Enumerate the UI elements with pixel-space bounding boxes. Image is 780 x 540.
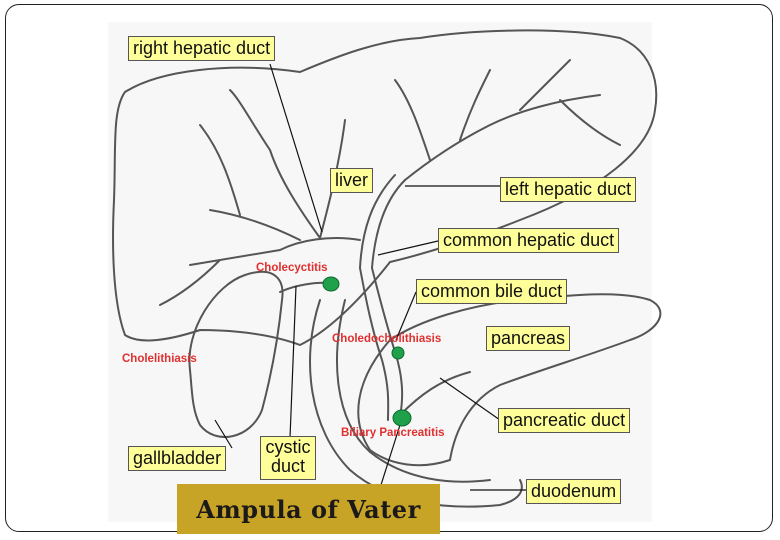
pancreas-outline [357, 293, 662, 467]
ampula-of-vater-banner: Ampula of Vater [177, 484, 440, 534]
label-gallbladder: gallbladder [128, 446, 227, 471]
label-pancreas: pancreas [486, 326, 571, 351]
label-left-hepatic-duct: left hepatic duct [500, 177, 637, 202]
pancreatic-duct-path [399, 371, 471, 416]
label-duodenum: duodenum [526, 479, 622, 504]
gallbladder-outline [188, 270, 284, 438]
label-cystic-duct: cystic duct [260, 436, 316, 480]
liver-outline [112, 29, 658, 346]
left-hepatic-branches [394, 59, 621, 181]
choledocholithiasis-marker [391, 346, 405, 360]
condition-cholelithiasis: Cholelithiasis [122, 353, 197, 365]
label-common-hepatic-duct: common hepatic duct [438, 228, 620, 253]
right-hepatic-branches [159, 89, 361, 306]
cystic-duct-path [279, 281, 331, 293]
label-right-hepatic-duct: right hepatic duct [128, 36, 276, 61]
label-pancreatic-duct: pancreatic duct [498, 408, 631, 433]
label-liver: liver [330, 168, 374, 193]
illustration-background [108, 22, 652, 522]
biliary-pancreatitis-marker [392, 409, 412, 427]
condition-cholecyctitis: Cholecyctitis [256, 262, 328, 274]
label-common-bile-duct: common bile duct [416, 279, 568, 304]
condition-choledocholithiasis: Choledocholithiasis [332, 333, 442, 345]
cholecyctitis-marker [322, 276, 340, 292]
condition-biliary-pancreatitis: Biliary Pancreatitis [341, 427, 445, 439]
common-hepatic-duct-path [371, 179, 406, 269]
